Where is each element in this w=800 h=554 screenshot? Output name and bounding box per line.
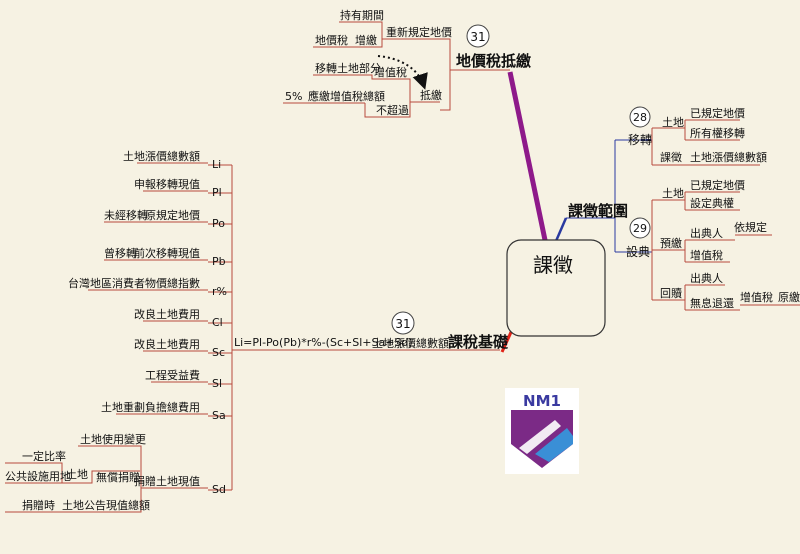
mortgage-per-rule: 依規定 [734, 220, 767, 234]
basis-term-label: 改良土地費用 [134, 337, 200, 351]
mortgage-grantor: 出典人 [690, 226, 723, 240]
sd-use-change: 土地使用變更 [80, 432, 146, 446]
basis-term-label: 台灣地區消費者物價總指數 [68, 276, 200, 290]
mortgage-redeem: 回贖 [660, 286, 682, 300]
basis-term-code: Sa [212, 409, 226, 422]
mortgage-prepay: 預繳 [660, 236, 682, 250]
basis-term-code: Sd [212, 483, 226, 496]
offset-holding-period: 持有期間 [340, 8, 384, 22]
transfer-land-item-1: 已規定地價 [690, 106, 745, 120]
transfer-land: 土地 [662, 116, 684, 129]
mortgage-land: 土地 [662, 187, 684, 200]
mortgage-incr-tax: 增值稅 [690, 248, 723, 262]
sd-ratio: 一定比率 [22, 449, 66, 463]
transfer-levy: 課徵 [660, 150, 682, 164]
transfer-land-item-2: 所有權移轉 [690, 126, 745, 140]
offset-cap-pct: 5% [285, 90, 302, 103]
sd-free-donation: 無償捐贈 [96, 470, 140, 484]
logo-text: NM1 [523, 392, 561, 410]
sd-announced-value: 土地公告現值總額 [62, 498, 150, 512]
basis-sub: 土地漲價總數額 [372, 336, 449, 350]
transfer-badge-text: 28 [633, 111, 647, 124]
offset-reassess: 重新規定地價 [386, 25, 452, 39]
branch-basis[interactable]: 課稅基礎 31 土地漲價總數額 Li=Pl-Po(Pb)*r%-(Sc+Sl+S… [234, 311, 509, 351]
basis-term-code: Sc [212, 346, 225, 359]
sd-public-land: 公共設施用地 [5, 469, 71, 483]
offset-badge [466, 24, 490, 48]
sd-land: 土地 [66, 468, 88, 481]
basis-term-extra: 未經移轉 [104, 208, 148, 222]
offset-payable: 應繳增值稅總額 [308, 89, 385, 103]
branch-offset[interactable]: 31 地價稅抵繳 [456, 24, 531, 70]
branch-scope[interactable]: 課徵範圍 [568, 202, 628, 220]
center-node[interactable]: 課徵 [506, 239, 606, 337]
scope-label: 課徵範圍 [568, 202, 628, 220]
mortgage-redeem-grantor: 出典人 [690, 271, 723, 285]
logo-stripe [535, 428, 573, 462]
offset-credit: 抵繳 [420, 88, 442, 102]
basis-term-label: 前次移轉現值 [134, 246, 200, 260]
sd-detail: 土地使用變更 土地 無償捐贈 一定比率 公共設施用地 捐贈時 土地公告現值總額 [5, 432, 150, 512]
basis-term-label: 土地重劃負擔總費用 [101, 400, 200, 414]
basis-term-label: 改良土地費用 [134, 307, 200, 321]
sd-donate-time: 捐贈時 [22, 498, 55, 512]
basis-term-label: 土地漲價總數額 [123, 149, 200, 163]
basis-term-code: Pb [212, 255, 226, 268]
basis-term-code: Po [212, 217, 225, 230]
offset-label: 地價稅抵繳 [456, 52, 531, 70]
offset-transfer-part: 移轉土地部分 [315, 61, 381, 75]
basis-badge [391, 311, 415, 335]
basis-term-code: Li [212, 158, 221, 171]
logo-stripe-white [519, 420, 561, 454]
transfer-label: 移轉 [628, 133, 652, 147]
scope-mortgage: 29 設典 土地 已規定地價 設定典權 預繳 出典人 依規定 增值稅 回贖 出典… [626, 178, 800, 310]
basis-term-code: Cl [212, 316, 223, 329]
basis-badge-text: 31 [395, 317, 410, 331]
scope-transfer: 28 移轉 土地 已規定地價 所有權移轉 課徵 土地漲價總數額 [628, 106, 767, 164]
offset-badge-text: 31 [470, 30, 485, 44]
offset-details: 持有期間 重新規定地價 地價稅 增繳 移轉土地部分 增值稅 抵繳 5% 應繳增值… [285, 8, 452, 117]
offset-not-exceed: 不超過 [376, 103, 409, 117]
mortgage-land-item-1: 已規定地價 [690, 178, 745, 192]
basis-formula: Li=Pl-Po(Pb)*r%-(Sc+Sl+Sa+Sd) [234, 336, 413, 349]
basis-term-code: Sl [212, 377, 222, 390]
offset-levy: 增繳 [355, 33, 377, 47]
mortgage-badge [629, 217, 651, 239]
mortgage-land-item-2: 設定典權 [690, 196, 734, 210]
basis-term-label: 工程受益費 [145, 368, 200, 382]
basis-term-label: 捐贈土地現值 [134, 474, 200, 488]
logo: NM1 [505, 388, 579, 474]
basis-term-extra: 曾移轉 [104, 246, 137, 260]
branch-offset-line [507, 71, 548, 241]
offset-incr-tax: 增值稅 [374, 65, 407, 79]
mortgage-badge-text: 29 [633, 222, 647, 235]
transfer-badge [629, 106, 651, 128]
connectors [5, 21, 800, 513]
mortgage-refund: 無息退還 [690, 296, 734, 310]
basis-label: 課稅基礎 [448, 333, 509, 351]
basis-term-code: r% [212, 285, 227, 298]
center-label: 課徵 [533, 253, 573, 277]
mortgage-label: 設典 [626, 244, 650, 259]
branch-basis-line [500, 329, 514, 353]
mortgage-original: 原繳 [778, 290, 800, 304]
basis-term-label: 原規定地價 [145, 208, 200, 222]
mortgage-incr-tax-2: 增值稅 [740, 290, 773, 304]
basis-term-code: Pl [212, 186, 222, 199]
offset-land-value-tax: 地價稅 [315, 33, 348, 47]
transfer-levy-item: 土地漲價總數額 [690, 150, 767, 164]
basis-term-label: 申報移轉現值 [134, 178, 200, 191]
offset-arrow [377, 55, 428, 90]
